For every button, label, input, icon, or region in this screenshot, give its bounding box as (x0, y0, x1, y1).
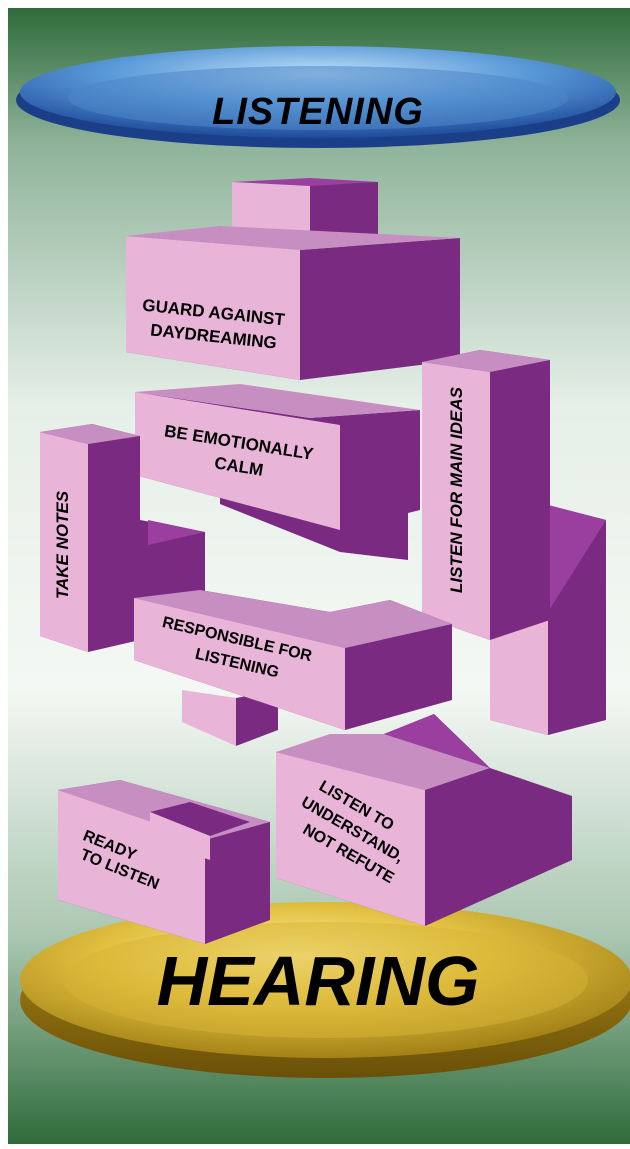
block-daydreaming: GUARD AGAINST DAYDREAMING (126, 178, 460, 380)
listening-disc: LISTENING (16, 46, 620, 148)
block-ready: READY TO LISTEN (58, 780, 270, 944)
take-notes-label: TAKE NOTES (53, 490, 72, 599)
hearing-label: HEARING (157, 942, 480, 1020)
block-responsible: RESPONSIBLE FOR LISTENING (134, 590, 452, 746)
listening-title: LISTENING (212, 91, 424, 133)
block-main-ideas: LISTEN FOR MAIN IDEAS (422, 350, 606, 735)
hearing-disc: HEARING (20, 902, 630, 1078)
main-ideas-label: LISTEN FOR MAIN IDEAS (447, 386, 466, 593)
block-understand: LISTEN TO UNDERSTAND, NOT REFUTE (276, 714, 572, 926)
block-calm: BE EMOTIONALLY CALM (135, 384, 420, 560)
